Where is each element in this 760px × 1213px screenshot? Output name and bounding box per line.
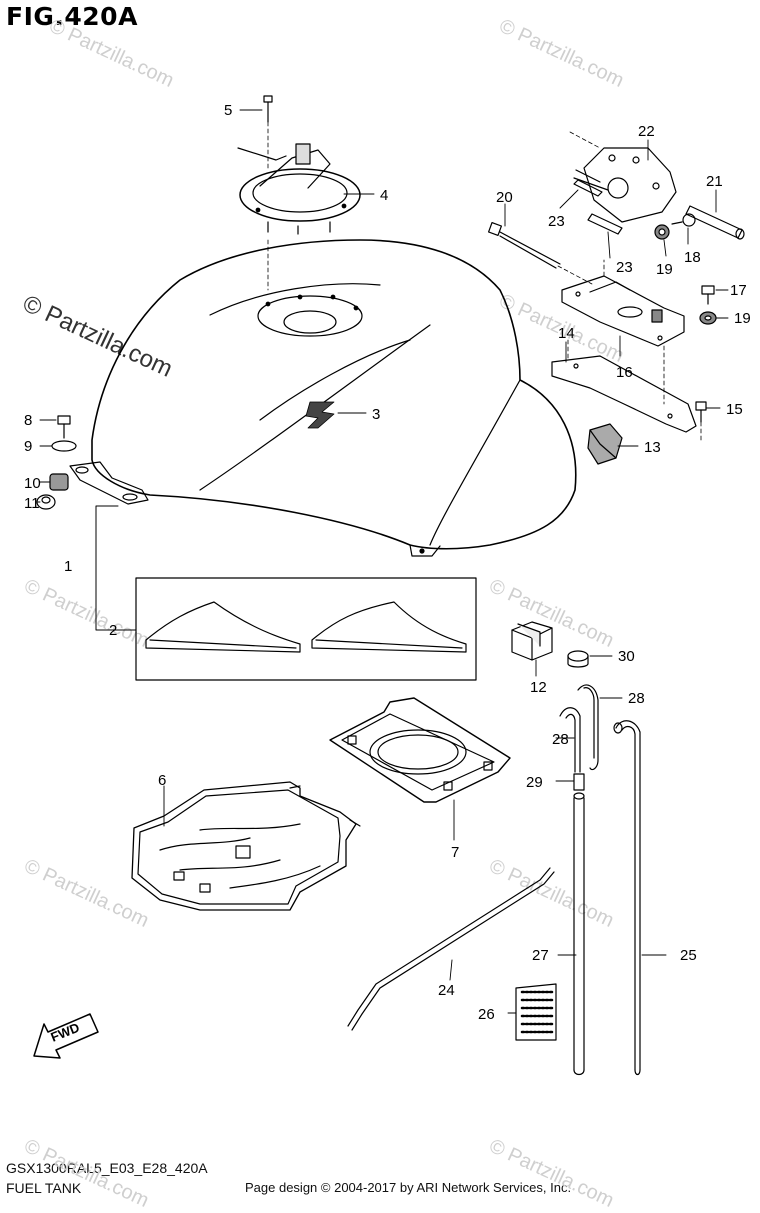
- fwd-arrow-icon: [33, 1013, 99, 1059]
- part-number-label[interactable]: 27: [532, 947, 549, 964]
- nut-19-part: [699, 311, 717, 325]
- diagram-caption: FUEL TANK: [6, 1180, 82, 1196]
- mat-6-part: [131, 781, 361, 911]
- damper-12-part: [511, 621, 553, 661]
- part-number-label[interactable]: 17: [730, 282, 747, 299]
- part-number-label[interactable]: 26: [478, 1006, 495, 1023]
- bolt-18-part: [671, 213, 696, 227]
- part-number-label[interactable]: 24: [438, 982, 455, 999]
- washer-9-part: [51, 440, 77, 452]
- part-number-label[interactable]: 28: [628, 690, 645, 707]
- hose-25-part: [613, 720, 641, 1076]
- hose-27-part: [573, 792, 585, 1076]
- part-number-label[interactable]: 3: [372, 406, 380, 423]
- part-number-label[interactable]: 25: [680, 947, 697, 964]
- fuel-tank-part: [69, 239, 577, 557]
- bracket-14-part: [551, 339, 697, 433]
- bracket-22-part: [569, 131, 677, 223]
- part-number-label[interactable]: 13: [644, 439, 661, 456]
- part-number-label[interactable]: 16: [616, 364, 633, 381]
- cushion-13-part: [587, 423, 623, 465]
- cushion-10-part: [49, 473, 69, 491]
- gasket-7-part: [329, 697, 511, 803]
- page-credit: Page design © 2004-2017 by ARI Network S…: [245, 1180, 572, 1195]
- fuel-cap-part: [237, 143, 361, 291]
- bolt-20-part: [487, 221, 593, 285]
- part-number-label[interactable]: 7: [451, 844, 459, 861]
- part-number-label[interactable]: 2: [109, 622, 117, 639]
- part-number-label[interactable]: 15: [726, 401, 743, 418]
- part-number-label[interactable]: 5: [224, 102, 232, 119]
- part-number-label[interactable]: 19: [734, 310, 751, 327]
- clip-23-part: [587, 213, 623, 235]
- part-number-label[interactable]: 9: [24, 438, 32, 455]
- part-number-label[interactable]: 22: [638, 123, 655, 140]
- part-number-label[interactable]: 4: [380, 187, 388, 204]
- hose-28-part: [559, 707, 581, 773]
- part-number-label[interactable]: 23: [548, 213, 565, 230]
- part-number-label[interactable]: 1: [64, 558, 72, 575]
- part-number-label[interactable]: 8: [24, 412, 32, 429]
- clip-23-part: [573, 179, 603, 197]
- part-number-label[interactable]: 12: [530, 679, 547, 696]
- bracket-16-part: [561, 259, 685, 347]
- part-number-label[interactable]: 11: [24, 495, 40, 512]
- hose-28-part: [577, 684, 599, 771]
- bolt-15-part: [695, 401, 707, 441]
- part-labels: 1234567891011121314151617181919202122232…: [24, 102, 751, 1023]
- pad-set-2-part: [135, 577, 477, 681]
- nut-11-part: [36, 494, 56, 510]
- diagram-code: GSX1300RAL5_E03_E28_420A: [6, 1160, 208, 1176]
- part-number-label[interactable]: 29: [526, 774, 543, 791]
- pin-21-part: [685, 205, 745, 240]
- part-number-label[interactable]: 6: [158, 772, 166, 789]
- rod-24-part: [347, 867, 555, 1031]
- part-number-label[interactable]: 10: [24, 475, 41, 492]
- part-number-label[interactable]: 21: [706, 173, 723, 190]
- bolt-8-part: [57, 415, 71, 439]
- bolt-5-part: [263, 95, 273, 171]
- part-number-label[interactable]: 19: [656, 261, 673, 278]
- figure-title: FIG.420A: [6, 2, 138, 31]
- nut-19-part: [654, 224, 670, 240]
- cap-30-part: [567, 650, 589, 668]
- sheet-26-part: [515, 983, 557, 1041]
- bolt-17-part: [701, 285, 715, 305]
- part-number-label[interactable]: 20: [496, 189, 513, 206]
- part-number-label[interactable]: 28: [552, 731, 569, 748]
- part-number-label[interactable]: 23: [616, 259, 633, 276]
- part-number-label[interactable]: 30: [618, 648, 635, 665]
- part-number-label[interactable]: 18: [684, 249, 701, 266]
- joint-29-part: [573, 773, 585, 791]
- part-number-label[interactable]: 14: [558, 325, 575, 342]
